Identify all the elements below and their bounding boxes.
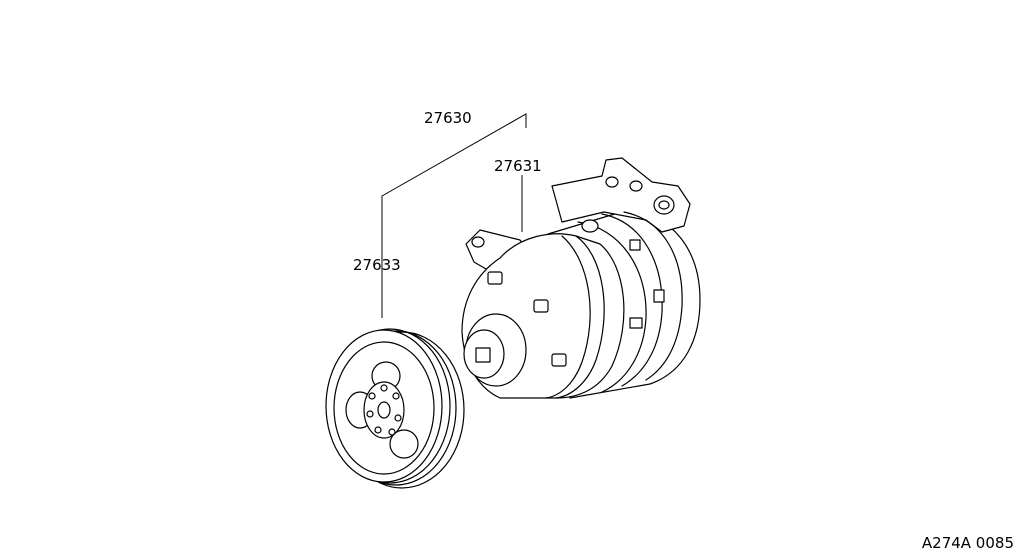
housing-ring (601, 213, 663, 387)
clutch-bolt (487, 271, 503, 285)
band-clip (629, 239, 641, 251)
compressor[interactable] (461, 157, 701, 399)
pulley-lobe (389, 429, 419, 459)
clutch-housing-rim (555, 235, 605, 399)
pulley-bolt-hole (388, 428, 396, 436)
pulley-bolt-hole (374, 426, 382, 434)
rear-mount-hole (629, 180, 643, 192)
callout-27630[interactable]: 27630 (424, 109, 472, 127)
front-mount-hole (471, 236, 485, 248)
pulley-inner-face (333, 341, 435, 475)
callout-27631[interactable]: 27631 (494, 157, 542, 175)
callout-27633[interactable]: 27633 (353, 256, 401, 274)
clutch-housing-rim (545, 235, 591, 399)
rear-mount-hole (653, 195, 675, 215)
pulley-bolt-hole (394, 414, 402, 422)
shaft-end (475, 347, 491, 363)
pulley[interactable] (325, 328, 465, 489)
housing-ring (623, 211, 683, 381)
leader-assembly-bracket (381, 113, 527, 318)
pulley-hub (363, 381, 405, 439)
clutch-bolt (551, 353, 567, 367)
pulley-bolt-hole (380, 384, 388, 392)
rear-mount-bracket (551, 157, 691, 233)
pulley-bolt-hole (366, 410, 374, 418)
band-clip (629, 317, 643, 329)
pulley-bolt-hole (392, 392, 400, 400)
figure-code: A274A 0085 (922, 534, 1014, 552)
clutch-bolt (533, 299, 549, 313)
pulley-bolt-hole (368, 392, 376, 400)
leader-lines (381, 113, 527, 318)
rear-mount-hole-inner (658, 200, 670, 210)
rear-mount-hole (605, 176, 619, 188)
band-clip (653, 289, 665, 303)
top-fitting (581, 219, 599, 233)
housing-ring (577, 221, 647, 393)
pulley-center-hole (377, 401, 391, 419)
